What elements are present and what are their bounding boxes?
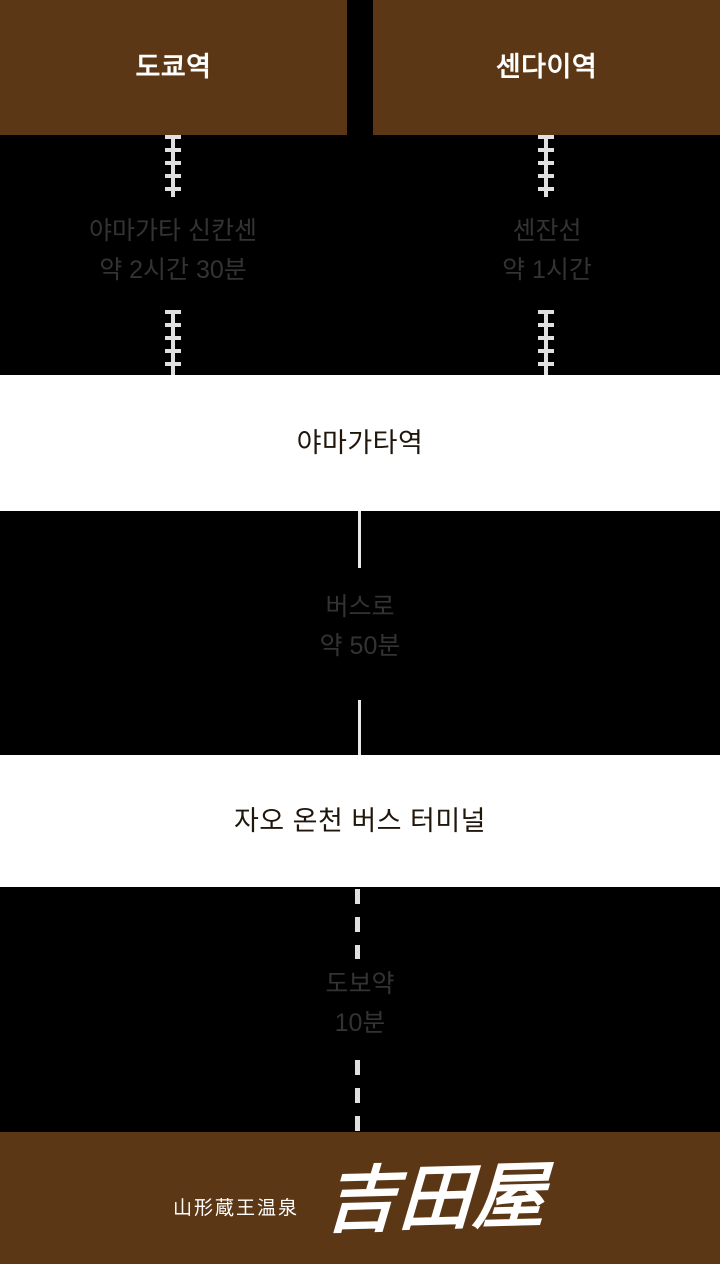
walk-dashed-line-lower [355, 1060, 360, 1132]
rail-track-icon-tokyo-lower [165, 310, 181, 376]
bus-connector-line-lower [358, 700, 361, 755]
rail-stem [171, 135, 175, 197]
origin-station-tokyo: 도쿄역 [0, 0, 347, 135]
origin-station-sendai: 센다이역 [373, 0, 720, 135]
rail-track-icon-sendai-upper [538, 135, 554, 197]
leg-caption-sendai-to-yamagata: 센잔선 약 1시간 [502, 217, 592, 284]
rail-stem [544, 310, 548, 376]
origin-stations-row: 도쿄역 센다이역 [0, 0, 720, 135]
origin-station-sendai-label: 센다이역 [495, 52, 598, 82]
stop-yamagata-station: 야마가타역 [0, 375, 720, 511]
leg-caption-zao-to-hotel: 도보약 10분 [325, 970, 395, 1037]
footer-logo-yoshidaya: 吉田屋 [322, 1152, 550, 1243]
stop-zao-onsen-bus-terminal-label: 자오 온천 버스 터미널 [233, 805, 487, 836]
walk-dashed-line-upper [355, 889, 360, 959]
footer-subtitle: 山形蔵王温泉 [172, 1197, 299, 1219]
footer-brand-bar: 山形蔵王温泉 吉田屋 [0, 1132, 720, 1264]
origin-station-tokyo-label: 도쿄역 [135, 52, 212, 82]
rail-stem [171, 310, 175, 376]
rail-track-icon-tokyo-upper [165, 135, 181, 197]
bus-connector-line-upper [358, 511, 361, 568]
stop-yamagata-station-label: 야마가타역 [296, 427, 424, 458]
leg-caption-yamagata-to-zao: 버스로 약 50분 [319, 593, 401, 660]
stop-zao-onsen-bus-terminal: 자오 온천 버스 터미널 [0, 755, 720, 887]
leg-caption-tokyo-to-yamagata: 야마가타 신칸센 약 2시간 30분 [89, 217, 257, 284]
rail-stem [544, 135, 548, 197]
rail-track-icon-sendai-lower [538, 310, 554, 376]
